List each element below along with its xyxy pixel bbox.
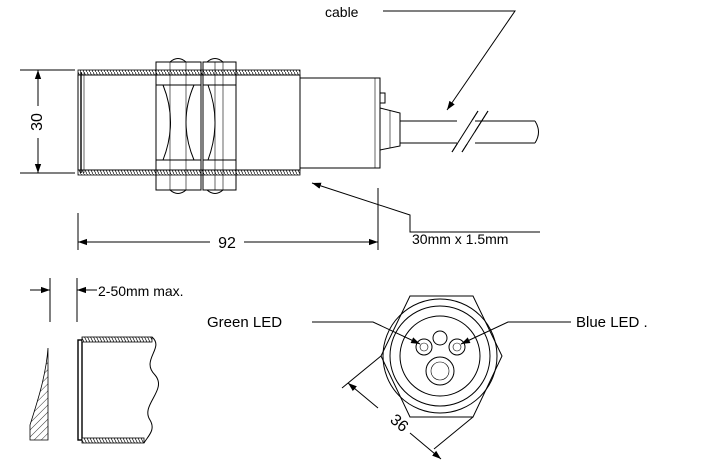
rear-housing [299, 77, 381, 169]
blue-led-port [448, 338, 466, 356]
sensor-face-partial [77, 339, 83, 441]
thread-leader [311, 182, 540, 233]
top-port [432, 330, 448, 346]
diameter-dimension: 30 [20, 69, 75, 174]
thread-label: 30mm x 1.5mm [412, 231, 508, 247]
rear-led-nub [379, 92, 386, 104]
barrel-body [77, 74, 301, 171]
housing-ring [389, 305, 491, 407]
length-dimension: 92 [77, 188, 379, 252]
diameter-label: 30 [29, 113, 46, 131]
distance-label: 2-50mm max. [98, 283, 184, 299]
nut-1 [155, 58, 202, 194]
inner-ring [399, 315, 481, 397]
distance-detail: 2-50mm max. [29, 278, 184, 444]
green-led-label: Green LED [207, 314, 282, 331]
hex-dimension: 36 [341, 355, 474, 460]
hex-nut-outline [380, 295, 503, 418]
blue-led-leader [460, 321, 571, 345]
thread-bottom [77, 169, 301, 176]
blue-led-label: Blue LED . [576, 314, 648, 331]
break-line [143, 336, 159, 444]
green-led-leader [312, 321, 421, 345]
rear-view [380, 295, 503, 418]
cable-label: cable [325, 4, 359, 20]
target-object [29, 347, 49, 441]
length-label: 92 [218, 235, 236, 252]
cable [400, 110, 539, 153]
hex-size-label: 36 [387, 411, 412, 436]
cable-port [425, 356, 455, 386]
green-led-port [415, 338, 433, 356]
nut-2 [202, 58, 237, 194]
cable-leader [383, 10, 516, 111]
thread-top [77, 69, 301, 76]
sensor-side-view [77, 58, 539, 194]
outer-ring [382, 298, 498, 414]
